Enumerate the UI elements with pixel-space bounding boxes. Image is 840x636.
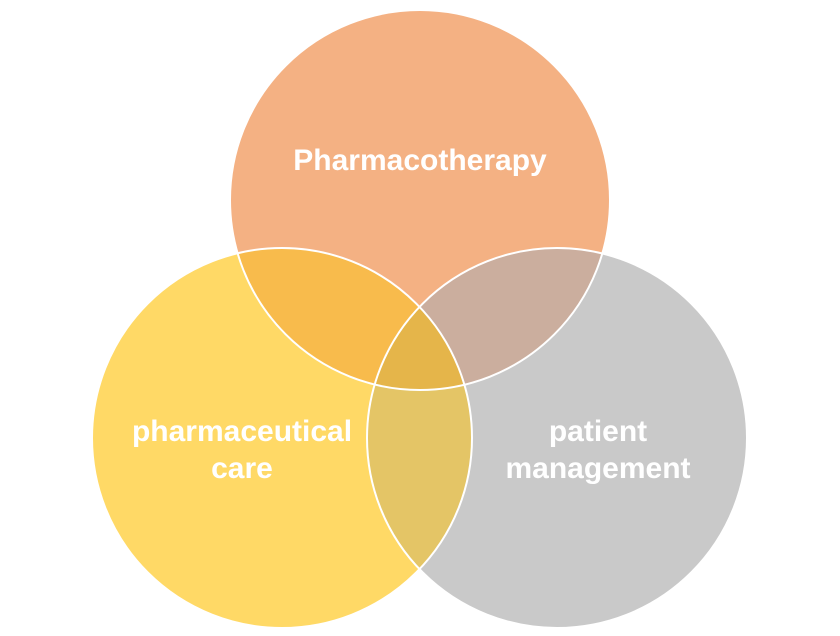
label-pharmacotherapy: Pharmacotherapy <box>293 144 547 177</box>
label-pharmaceutical: pharmaceutical <box>132 415 352 448</box>
label-care: care <box>211 452 273 485</box>
outline-top <box>229 9 611 391</box>
overlap-top-left <box>230 248 472 390</box>
label-management: management <box>505 452 690 485</box>
outline-left <box>91 247 473 629</box>
overlap-top-right <box>367 248 610 390</box>
label-patient: patient <box>549 415 647 448</box>
outline-right <box>366 247 748 629</box>
